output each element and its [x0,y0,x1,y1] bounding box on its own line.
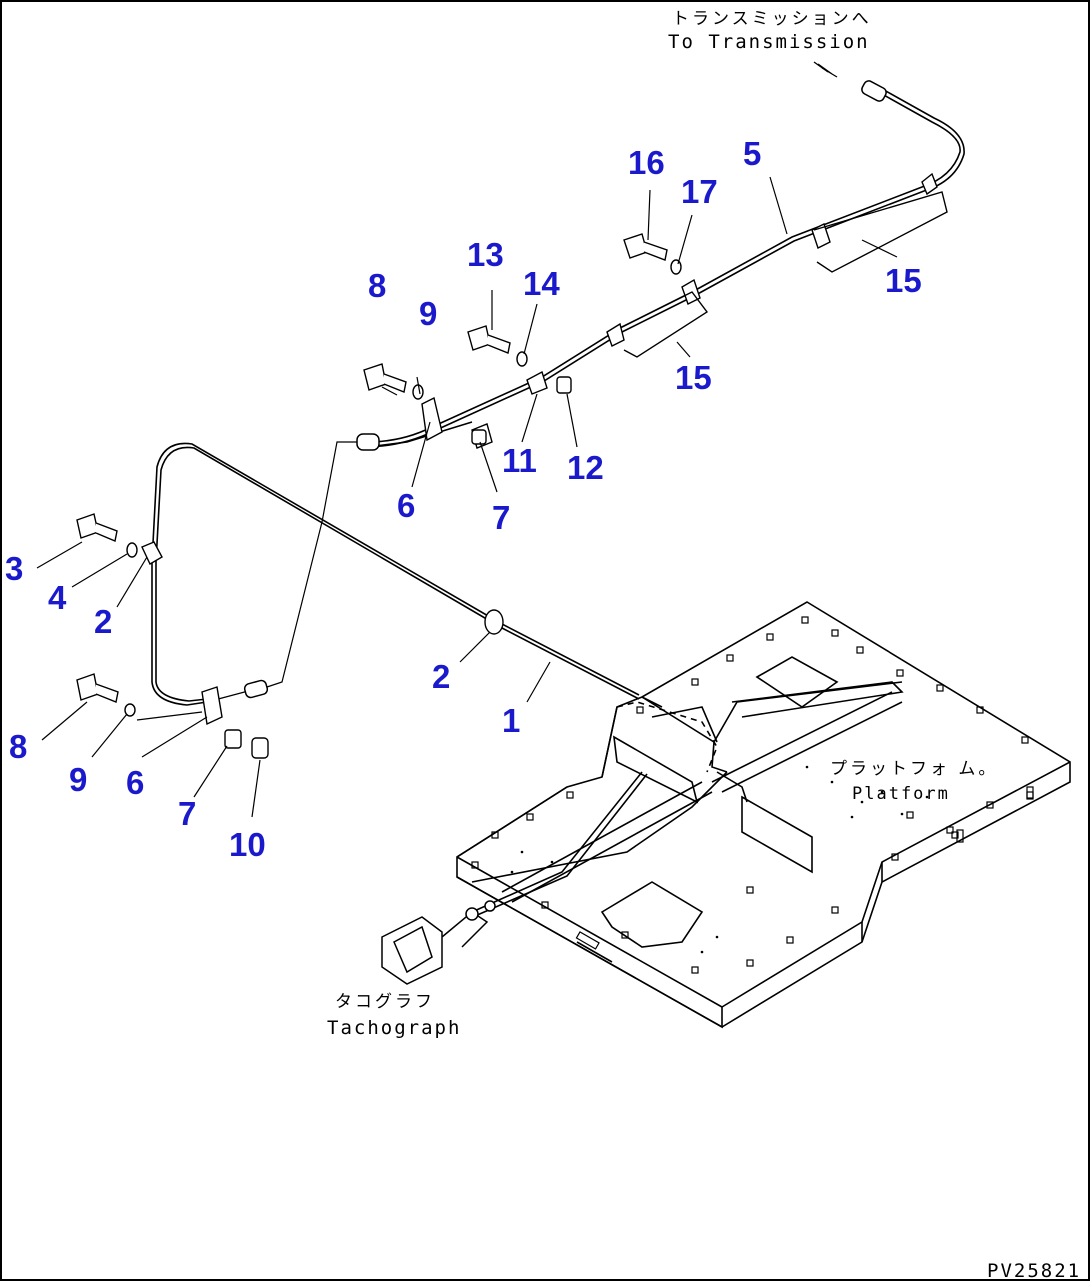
callout-3: 3 [5,550,23,587]
callout-9-upper: 9 [419,295,437,332]
tachograph-label-jp: タコグラフ [335,992,435,1012]
callout-2-left: 2 [94,603,112,640]
callout-17: 17 [681,173,718,210]
callout-6-lower: 6 [126,764,144,801]
grommet-covers [621,191,948,358]
platform-label-en: Platform [852,784,950,804]
platform-label-jp: プラットフォ ム。 [830,759,998,779]
callout-4: 4 [48,579,67,616]
platform-dots [510,765,929,954]
transmission-label-en: To Transmission [668,31,870,53]
callout-leaders [36,176,898,818]
callout-1: 1 [502,702,520,739]
leader-lines [136,441,357,721]
callout-8-upper: 8 [368,267,386,304]
callout-8-lower: 8 [9,728,27,765]
callout-10: 10 [229,826,266,863]
callout-16: 16 [628,144,665,181]
callout-9-lower: 9 [69,761,87,798]
callout-5: 5 [743,135,761,172]
tachograph-unit [381,900,496,985]
callout-numbers: 1 2 2 3 4 5 6 6 7 7 8 8 9 9 10 11 12 13 … [5,135,922,863]
cable-clamps [141,172,938,726]
tachograph-label-en: Tachograph [327,1017,461,1039]
callout-11: 11 [502,442,537,479]
transmission-label-jp: トランスミッションへ [672,9,872,29]
callout-14: 14 [523,265,560,302]
callout-15-right: 15 [885,262,922,299]
speedometer-cable [151,442,648,917]
drawing-code: PV25821 [987,1260,1081,1282]
callout-15-middle: 15 [675,359,712,396]
platform-holes [471,616,1034,974]
callout-13: 13 [467,236,504,273]
callout-6-upper: 6 [397,487,415,524]
transmission-cable [366,89,965,448]
platform [456,601,1071,1029]
diagram-labels: トランスミッションへ To Transmission プラットフォ ム。 Pla… [327,9,1081,1282]
callout-7-lower: 7 [178,795,196,832]
cable-fittings [243,61,887,699]
callout-2-main: 2 [432,658,450,695]
hardware-parts [76,233,682,759]
callout-12: 12 [567,449,604,486]
callout-7-upper: 7 [492,499,510,536]
